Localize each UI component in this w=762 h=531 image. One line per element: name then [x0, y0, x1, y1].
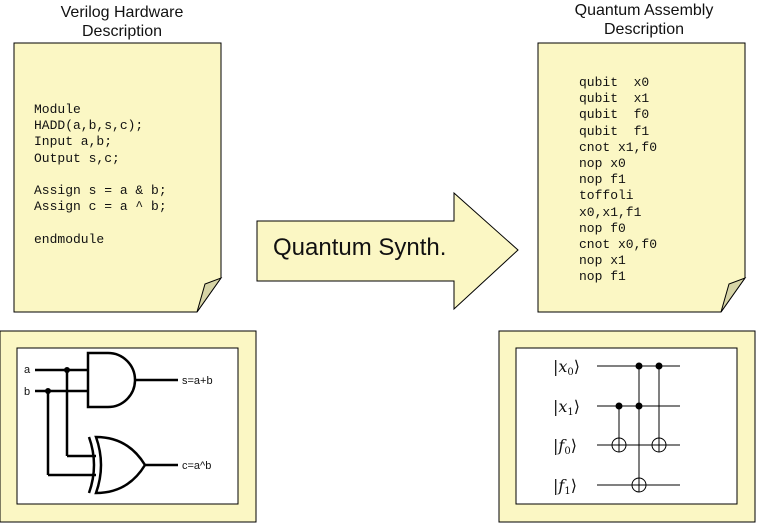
- qasm-title: Quantum Assembly Description: [574, 2, 714, 38]
- qasm-document: [537, 42, 747, 313]
- qubit-label-x1: |x1⟩: [553, 397, 580, 418]
- verilog-title: Verilog Hardware Description: [60, 4, 184, 40]
- control-dot-2: [635, 362, 643, 370]
- quantum-circuit-panel: |x0⟩ |x1⟩ |f0⟩ |f1⟩: [498, 330, 756, 523]
- and-gate: [86, 351, 137, 409]
- output-label-s: s=a+b: [182, 375, 213, 387]
- synthesis-arrow: [256, 191, 519, 311]
- verilog-page-fold: [196, 276, 223, 313]
- verilog-code: Module HADD(a,b,s,c); Input a,b; Output …: [34, 102, 167, 247]
- input-label-a: a: [24, 364, 31, 376]
- qubit-label-f1: |f1⟩: [553, 476, 577, 497]
- xor-gate: [87, 435, 147, 495]
- control-dot-4: [655, 362, 663, 370]
- control-dot-1: [615, 402, 623, 410]
- qubit-label-f0: |f0⟩: [553, 436, 577, 457]
- arrow-label: Quantum Synth.: [273, 234, 447, 261]
- control-dot-3: [635, 402, 643, 410]
- junction-b: [45, 388, 51, 394]
- logic-wires: [35, 368, 178, 477]
- quantum-panel-inner: [515, 347, 738, 505]
- input-label-b: b: [24, 386, 30, 398]
- qasm-page-fold: [720, 276, 747, 313]
- junction-a: [64, 367, 70, 373]
- output-label-c: c=a^b: [182, 460, 211, 472]
- qasm-code: qubit x0 qubit x1 qubit f0 qubit f1 cnot…: [579, 75, 658, 285]
- qubit-label-x0: |x0⟩: [553, 357, 580, 378]
- verilog-document: [13, 42, 223, 313]
- logic-gate-panel: a b s=a+b c=a^b: [0, 330, 257, 523]
